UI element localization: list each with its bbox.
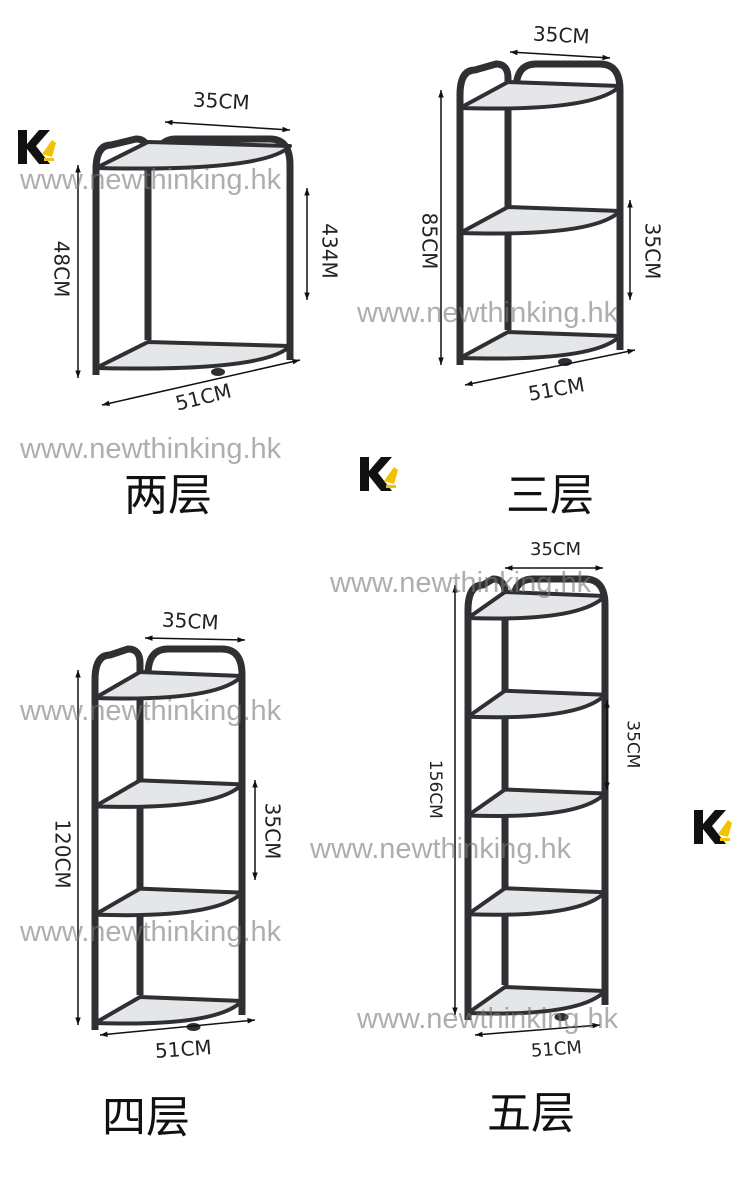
watermark: www.newthinking.hk: [330, 567, 592, 599]
height-label: 85CM: [417, 212, 442, 270]
dimension-arrowhead: [100, 1031, 108, 1038]
foot-pad: [554, 1013, 569, 1021]
watermark: www.newthinking.hk: [357, 1003, 619, 1035]
top-width-label: 35CM: [530, 539, 582, 560]
dimension-arrowhead: [604, 700, 610, 708]
dimension-arrowhead: [475, 1031, 483, 1038]
brand-logo-icon: [18, 130, 56, 164]
dimension-arrowhead: [75, 1017, 81, 1025]
dimension-arrowhead: [304, 188, 310, 196]
shelf-tier: [93, 995, 244, 1026]
frame-right-post: [144, 645, 246, 1015]
frame-left-post: [456, 60, 512, 365]
dimension-arrowhead: [505, 565, 513, 571]
dimension-arrowhead: [438, 357, 444, 365]
dimension-arrowhead: [75, 165, 81, 173]
dimension-line: [164, 121, 291, 131]
shelf-tier: [466, 787, 607, 819]
caption-two-tier: 两层: [124, 470, 212, 521]
dimension-arrowhead: [627, 292, 633, 300]
brand-logo-icon: [360, 457, 398, 491]
frame-left-post: [464, 575, 509, 1020]
shelf-tier: [458, 80, 622, 111]
dimension-arrowhead: [237, 637, 245, 643]
watermark: www.newthinking.hk: [20, 164, 282, 196]
height-label: 48CM: [49, 240, 74, 298]
dimension-line: [99, 1019, 256, 1036]
dimension-arrowhead: [252, 872, 258, 880]
shelf-tier: [93, 778, 244, 809]
dimension-arrowhead: [627, 200, 633, 208]
watermark: www.newthinking.hk: [20, 916, 282, 948]
watermark: www.newthinking.hk: [20, 433, 282, 465]
top-width-label: 35CM: [192, 87, 251, 115]
shelf-tier: [466, 688, 607, 720]
foot-pad: [211, 368, 225, 376]
dimension-arrowhead: [452, 585, 458, 593]
dimension-arrowhead: [510, 49, 518, 56]
dimension-arrowhead: [627, 348, 635, 355]
dimension-line: [474, 1024, 601, 1036]
spacing-label: 35CM: [260, 802, 285, 860]
dimension-arrowhead: [165, 119, 173, 126]
shelf-tier: [466, 985, 607, 1016]
spacing-label: 35CM: [640, 222, 665, 280]
dimension-arrowhead: [102, 400, 110, 407]
dimension-arrowhead: [247, 1017, 255, 1024]
shelf-tier: [93, 670, 244, 701]
watermark: www.newthinking.hk: [20, 695, 282, 727]
caption-five-tier: 五层: [487, 1088, 575, 1139]
bottom-width-label: 51CM: [530, 1037, 583, 1062]
shelf-tier: [94, 140, 292, 171]
dimension-arrowhead: [604, 782, 610, 790]
caption-three-tier: 三层: [506, 470, 594, 521]
watermark: www.newthinking.hk: [310, 833, 572, 865]
shelf-tier: [94, 340, 292, 371]
dimension-arrowhead: [452, 1007, 458, 1015]
top-width-label: 35CM: [161, 607, 220, 635]
frame-right-post: [512, 60, 624, 350]
spacing-label: 434M: [317, 223, 342, 279]
dimension-arrowhead: [304, 292, 310, 300]
dimension-arrowhead: [592, 1022, 600, 1029]
frame-left-post: [91, 645, 144, 1030]
shelf-tier: [466, 590, 607, 621]
dimension-arrowhead: [75, 670, 81, 678]
dimension-arrowhead: [438, 90, 444, 98]
shelf-tier: [93, 886, 244, 918]
caption-four-tier: 四层: [102, 1092, 190, 1143]
dimension-arrowhead: [75, 370, 81, 378]
height-label: 120CM: [50, 819, 75, 889]
spacing-label: 35CM: [622, 720, 643, 769]
height-label: 156CM: [424, 759, 445, 819]
bottom-width-label: 51CM: [154, 1035, 213, 1063]
shelf-tier: [458, 330, 622, 361]
watermark: www.newthinking.hk: [357, 297, 619, 329]
dimension-line: [101, 359, 301, 406]
dimension-arrowhead: [282, 126, 290, 133]
top-width-label: 35CM: [532, 21, 591, 49]
dimension-arrowhead: [145, 635, 153, 641]
shelf-tier: [466, 886, 607, 917]
dimension-line: [509, 51, 611, 59]
dimension-arrowhead: [252, 780, 258, 788]
dimension-line: [144, 637, 246, 641]
dimension-line: [464, 349, 636, 386]
dimension-arrowhead: [602, 54, 610, 61]
dimension-arrowhead: [292, 358, 300, 365]
dimension-arrowhead: [465, 380, 473, 387]
dimension-arrowhead: [595, 565, 603, 571]
brand-logo-icon: [694, 810, 732, 844]
shelf-tier: [458, 205, 622, 236]
